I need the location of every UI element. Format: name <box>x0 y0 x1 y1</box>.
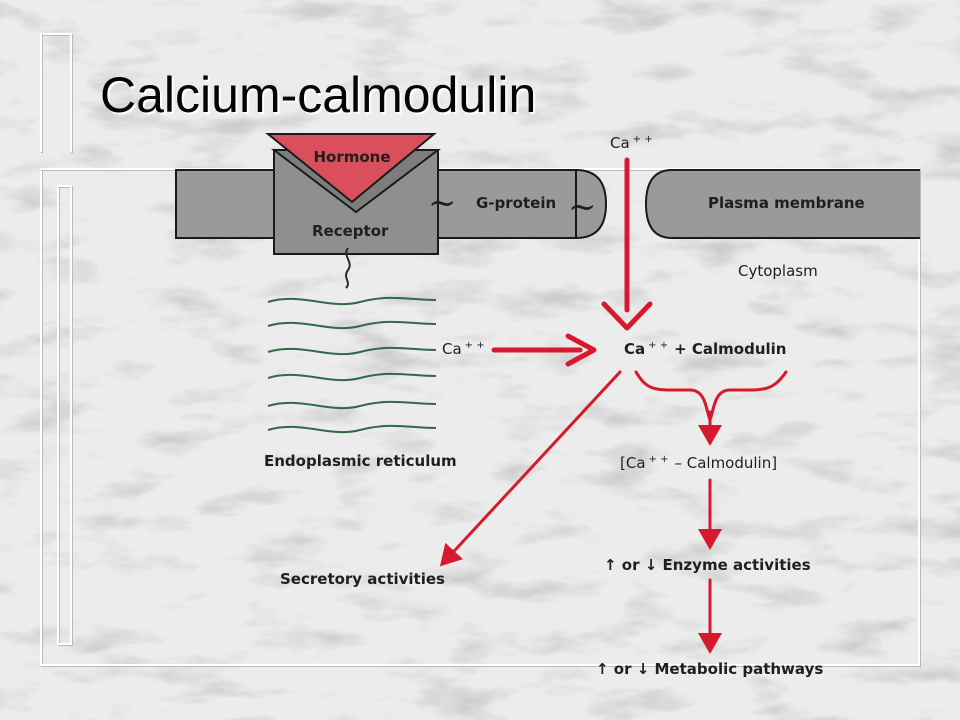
frame-line-bottom <box>40 664 920 666</box>
membrane-left-cap <box>575 169 608 239</box>
pathway-arrows <box>439 157 788 654</box>
ca-calmodulin-label: Ca+ ++ Calmodulin <box>624 340 786 358</box>
frame-line-left-upper-inner <box>70 33 72 152</box>
frame-line-left-bar-bottom <box>57 643 72 645</box>
frame-line-left-bar <box>57 185 72 187</box>
arrow-er-release-head <box>565 333 597 367</box>
frame-line-right <box>918 168 920 666</box>
frame-line-left-lower <box>40 168 42 666</box>
plasma-membrane-label: Plasma membrane <box>708 194 865 212</box>
membrane-right <box>644 169 920 239</box>
metabolic-pathways-label: ↑ or ↓ Metabolic pathways <box>596 660 823 678</box>
ca-calmodulin-complex-label: [Ca+ +– Calmodulin] <box>620 454 777 472</box>
frame-line-left-lower-inner <box>57 185 59 645</box>
receptor-signal-squiggle <box>345 247 351 289</box>
ca-left-label: Ca+ + <box>442 340 485 358</box>
receptor-label: Receptor <box>312 222 389 240</box>
cytoplasm-label: Cytoplasm <box>738 262 818 280</box>
arrow-ca-influx-head <box>601 301 653 331</box>
ca-top-label: Ca+ + <box>610 134 653 152</box>
endoplasmic-reticulum-label: Endoplasmic reticulum <box>264 452 457 470</box>
arrow-secretory <box>439 370 622 567</box>
enzyme-activities-label: ↑ or ↓ Enzyme activities <box>604 556 811 574</box>
tilde-gprotein-channel: ~ <box>568 187 597 227</box>
secretory-activities-label: Secretory activities <box>280 570 445 588</box>
frame-line-top-left <box>40 33 72 35</box>
frame-line-left-bar-right <box>70 185 72 645</box>
frame-line-left-upper <box>40 33 42 152</box>
endoplasmic-reticulum-shape <box>267 296 437 434</box>
hormone-label: Hormone <box>313 148 390 166</box>
hormone-shape <box>265 133 437 204</box>
slide-title: Calcium-calmodulin <box>100 67 537 123</box>
g-protein-label: G-protein <box>476 194 556 212</box>
tilde-receptor-gprotein: ~ <box>428 183 457 223</box>
